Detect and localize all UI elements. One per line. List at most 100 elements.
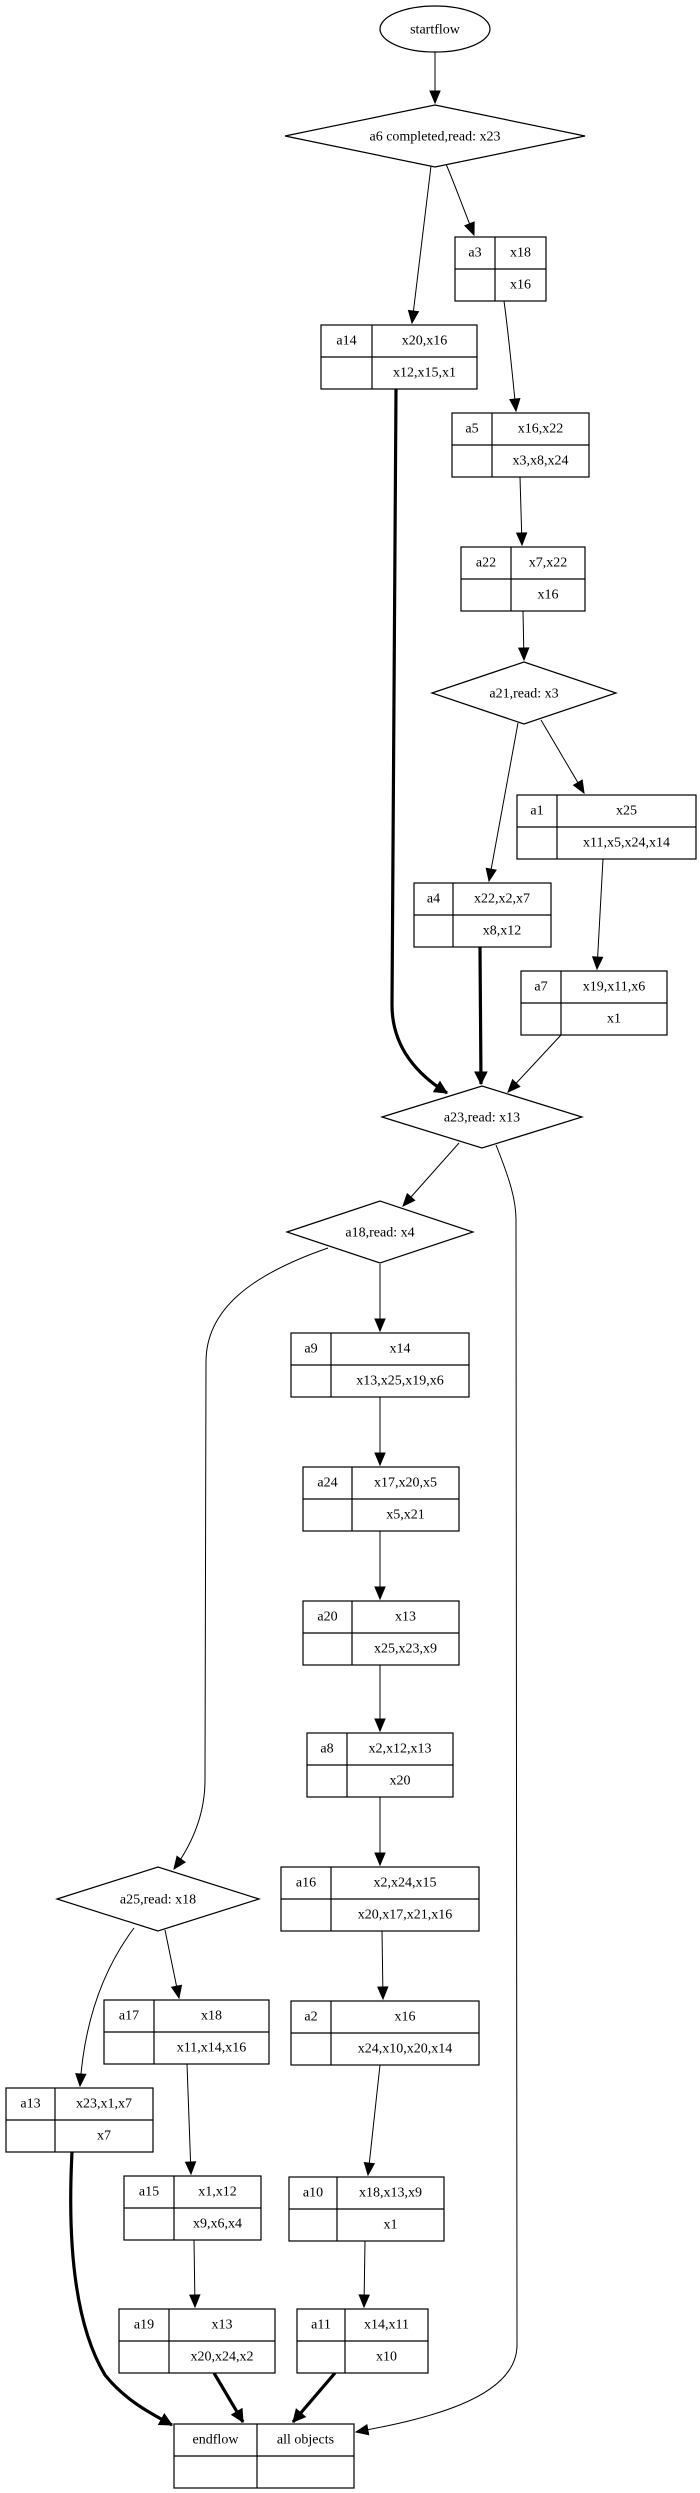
activity-name: a15 [139,2185,159,2200]
activity-endflow[interactable]: endflow all objects [173,2423,355,2489]
edge-a8-to-a16 [374,1797,386,1867]
activity-write-set: x11,x14,x16 [177,2041,246,2056]
arrowhead-icon [292,2408,307,2423]
activity-write-set: x16 [538,588,559,603]
edge-line [69,2151,173,2427]
arrowhead-icon [429,90,441,105]
activity-name: a1 [530,804,543,819]
activity-write-set: x5,x21 [386,1508,425,1523]
activity-a9[interactable]: a9 x14 x13,x25,x19,x6 [290,1332,470,1398]
edge-a19-to-endflow [212,2372,245,2423]
activity-write-set: x24,x10,x20,x14 [358,2042,453,2057]
arrowhead-icon [374,1586,386,1601]
edge-a6-to-a14 [407,165,432,325]
decision-a21[interactable]: a21,read: x3 [430,661,618,725]
edge-a23-to-a18 [402,1142,460,1207]
decision-a23[interactable]: a23,read: x13 [379,1085,585,1149]
activity-read-set: x14,x11 [364,2318,409,2333]
edge-a2-to-a10 [363,2064,381,2177]
arrowhead-icon [358,2294,370,2309]
arrowhead-icon [517,647,530,662]
activity-write-set: x10 [376,2350,397,2365]
arrowhead-icon [515,532,528,547]
decision-diamond [285,1200,475,1264]
activity-read-set: x19,x11,x6 [583,980,645,995]
decision-label: a6 completed,read: x23 [369,130,500,145]
activity-name: endflow [193,2433,240,2448]
edge-a23-to-endflow [354,1144,518,2436]
decision-a18[interactable]: a18,read: x4 [285,1200,475,1264]
activity-name: a13 [20,2097,40,2112]
edge-line [596,858,604,970]
activity-name: a11 [311,2318,331,2333]
edge-a7-to-a23 [507,1034,562,1093]
edge-a3-to-a5 [503,300,521,413]
decision-diamond [379,1085,585,1149]
edge-a21-to-a1 [540,719,585,795]
arrowhead-icon [374,1452,386,1467]
edge-line [173,1247,329,1870]
activity-a11[interactable]: a11 x14,x11 x10 [296,2308,429,2374]
decision-label: a21,read: x3 [489,687,558,702]
activity-read-set: x7,x22 [529,556,568,571]
arrowhead-icon [402,1192,416,1207]
activity-write-set: x1 [384,2218,398,2233]
activity-read-set: x16 [395,2010,416,2025]
decision-a6[interactable]: a6 completed,read: x23 [284,104,586,168]
activity-write-set: x9,x6,x4 [193,2217,242,2232]
activity-name: a22 [476,556,496,571]
arrowhead-icon [75,2073,87,2088]
node-startflow[interactable]: startflow [379,5,491,53]
arrowhead-icon [157,2413,173,2426]
edge-a1-to-a7 [591,858,604,971]
edge-a15-to-a19 [189,2239,201,2309]
activity-name: a20 [317,1610,337,1625]
activity-read-set: x23,x1,x7 [76,2097,132,2112]
arrowhead-icon [184,2161,197,2176]
activity-name: a9 [304,1342,317,1357]
arrowhead-icon [374,1852,386,1867]
edge-a17-to-a15 [184,2063,197,2176]
edge-line [411,165,432,324]
activity-write-set: x8,x12 [483,924,522,939]
arrowhead-icon [485,867,497,883]
activity-read-set: x13 [395,1610,416,1625]
activity-a22[interactable]: a22 x7,x22 x16 [460,546,586,612]
activity-write-set: x20 [390,1774,411,1789]
edge-a24-to-a20 [374,1531,386,1601]
edge-line [503,300,517,412]
activity-read-set: x20,x16 [402,334,448,349]
edge-a11-to-endflow [291,2371,337,2424]
edge-a25-to-a13 [75,1927,135,2088]
decision-diamond [430,661,618,725]
edge-a18-to-a25 [173,1247,329,1871]
activity-read-set: all objects [277,2433,334,2448]
activity-write-set: x12,x15,x1 [393,366,456,381]
arrowhead-icon [591,956,604,971]
activity-read-set: x14 [390,1342,411,1357]
activity-write-set: x13,x25,x19,x6 [356,1374,444,1389]
arrowhead-icon [572,779,585,795]
arrowhead-icon [173,1855,186,1871]
activity-name: a16 [296,1876,316,1891]
edges-layer [69,52,604,2436]
decision-a25[interactable]: a25,read: x18 [55,1866,261,1932]
activity-name: a4 [427,892,440,907]
